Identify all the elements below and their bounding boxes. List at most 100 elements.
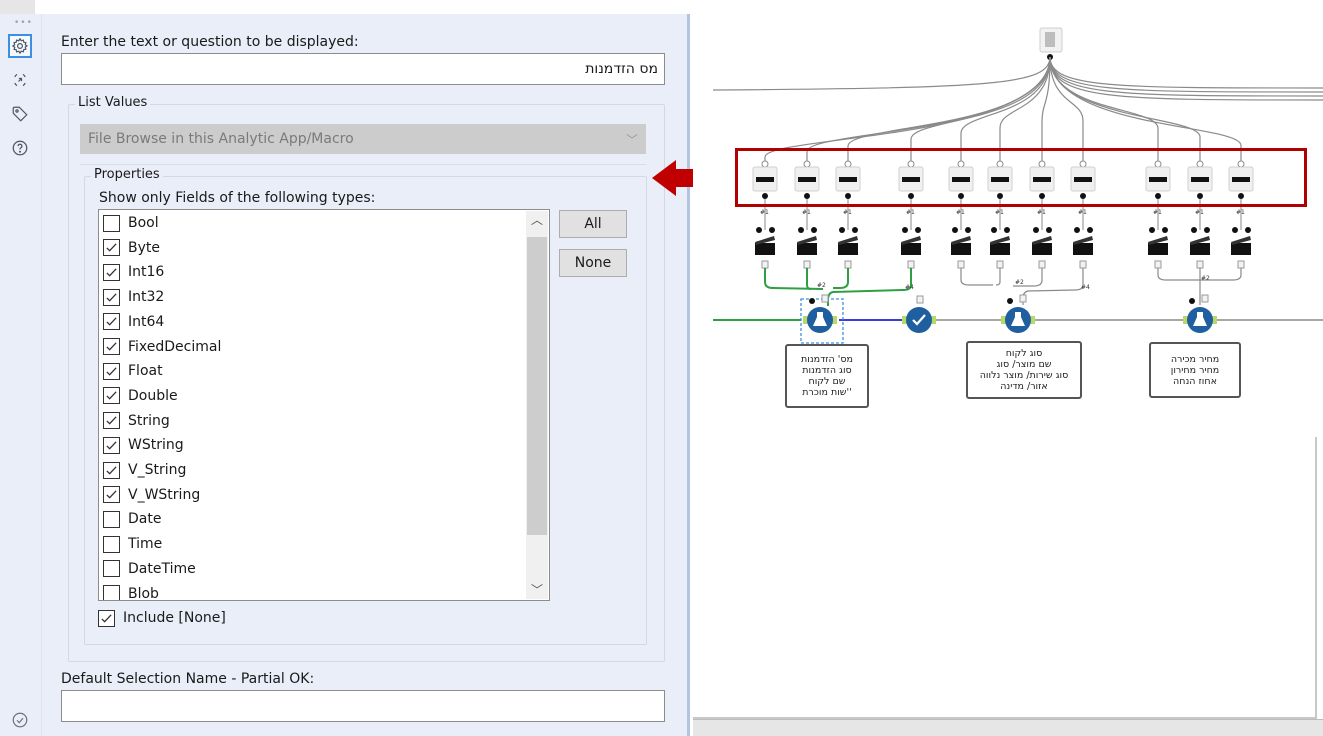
field-type-label: String <box>128 412 170 429</box>
field-type-item[interactable]: DateTime <box>103 557 196 581</box>
input-anchor <box>1204 227 1210 233</box>
icon-rail: ••• <box>0 14 42 736</box>
output-anchor <box>907 260 915 269</box>
default-selection-input[interactable] <box>61 690 665 722</box>
connection-label: #1 <box>802 209 811 216</box>
checkbox[interactable] <box>103 486 120 504</box>
input-anchor <box>991 227 997 233</box>
field-type-item[interactable]: V_WString <box>103 483 200 507</box>
field-type-label: Blob <box>128 585 159 601</box>
checkbox[interactable] <box>103 338 120 355</box>
input-anchor <box>1245 227 1251 233</box>
help-tab[interactable] <box>8 136 32 160</box>
checkmark-icon <box>106 268 117 277</box>
output-anchor <box>804 193 810 199</box>
field-type-item[interactable]: Blob <box>103 582 159 601</box>
field-type-label: Date <box>128 511 162 528</box>
connection-label: #2 <box>1015 279 1024 286</box>
connection-line <box>847 56 1051 162</box>
checkmark-icon <box>106 416 117 425</box>
list-scrollbar[interactable]: ︿ ﹀ <box>526 211 548 599</box>
checkbox[interactable] <box>103 585 120 600</box>
scroll-thumb[interactable] <box>527 237 547 535</box>
comment-box[interactable]: סוג לקוח שם מוצר/ סוג סוג שירות/ מוצר נל… <box>966 341 1082 399</box>
checkbox[interactable] <box>103 560 120 578</box>
output-anchor <box>1154 260 1162 269</box>
connection-label: #1 <box>1153 209 1162 216</box>
connection-line <box>910 56 1051 162</box>
checkbox[interactable] <box>103 535 120 553</box>
field-type-item[interactable]: Byte <box>103 236 160 260</box>
field-type-label: DateTime <box>128 560 196 577</box>
input-anchor <box>756 227 762 233</box>
test-tool <box>906 307 932 333</box>
select-none-button[interactable]: None <box>559 249 627 277</box>
checkbox[interactable] <box>103 263 120 281</box>
checkbox[interactable] <box>98 609 115 627</box>
field-type-item[interactable]: Int16 <box>103 260 164 284</box>
action-tool-clapper <box>990 236 1010 245</box>
workflow-canvas[interactable]: #1#1#1#1#1#1#1#1#1#1#1#2#4#2#4#2 מס' הזד… <box>693 0 1323 736</box>
checkbox[interactable] <box>103 461 120 479</box>
field-type-item[interactable]: Int32 <box>103 285 164 309</box>
output-anchor <box>1038 260 1046 269</box>
include-none-checkbox[interactable]: Include [None] <box>98 606 226 630</box>
checkbox[interactable] <box>103 412 120 430</box>
field-type-label: Bool <box>128 215 159 231</box>
field-type-item[interactable]: Bool <box>103 211 159 235</box>
macro-input-anchor <box>1201 294 1209 303</box>
comment-line: מחיר מחירון <box>1170 364 1220 376</box>
select-all-button[interactable]: All <box>559 210 627 238</box>
checkbox[interactable] <box>103 510 120 528</box>
field-types-label: Show only Fields of the following types: <box>99 190 376 206</box>
checkmark-icon <box>106 342 117 351</box>
field-type-item[interactable]: WString <box>103 433 184 457</box>
field-type-item[interactable]: Float <box>103 359 163 383</box>
field-type-item[interactable]: V_String <box>103 458 186 482</box>
output-anchor <box>1030 316 1035 324</box>
connection-line <box>1049 56 1242 162</box>
checkbox[interactable] <box>103 313 120 331</box>
scroll-down-button[interactable]: ﹀ <box>530 583 543 597</box>
checkbox[interactable] <box>103 387 120 405</box>
action-tool-clapper <box>797 236 817 245</box>
connection-label: #1 <box>1195 209 1204 216</box>
list-values-title: List Values <box>75 95 151 110</box>
connection-line <box>1049 56 1323 89</box>
scroll-up-button[interactable]: ︿ <box>530 213 543 227</box>
field-type-item[interactable]: Int64 <box>103 310 164 334</box>
dropdown-tool-bar <box>1074 177 1092 182</box>
rail-grip-handle[interactable]: ••• <box>14 18 33 28</box>
field-type-item[interactable]: FixedDecimal <box>103 335 221 359</box>
properties-title: Properties <box>91 167 163 182</box>
list-source-select[interactable]: File Browse in this Analytic App/Macro ﹀ <box>80 124 646 154</box>
validation-status[interactable] <box>8 708 32 732</box>
checkmark-icon <box>106 391 117 401</box>
connections-tab[interactable] <box>8 68 32 92</box>
comment-box[interactable]: מס' הזדמנות סוג הזדמנות שם לקוח ''שות מו… <box>785 344 869 408</box>
prompt-text-input[interactable] <box>61 53 665 85</box>
field-type-item[interactable]: String <box>103 409 170 433</box>
comment-box[interactable]: מחיר מכירה מחיר מחירון אחוז הנחה <box>1149 342 1241 398</box>
input-anchor <box>769 227 775 233</box>
field-type-item[interactable]: Time <box>103 532 162 556</box>
annotation-tab[interactable] <box>8 102 32 126</box>
comment-line: סוג שירות/ מוצר נלווה <box>979 370 1069 381</box>
output-anchor <box>1197 193 1203 199</box>
comment-line: סוג הזדמנות <box>802 365 852 376</box>
checkbox[interactable] <box>103 362 120 380</box>
checkbox[interactable] <box>103 239 120 257</box>
action-tool-clapper <box>901 236 921 245</box>
checkbox[interactable] <box>103 214 120 232</box>
checkbox[interactable] <box>103 288 120 306</box>
configuration-tab[interactable] <box>8 34 32 58</box>
checkbox[interactable] <box>103 436 120 454</box>
macro-input-anchor <box>1019 294 1027 303</box>
dropdown-tool-bar <box>1149 177 1167 182</box>
horizontal-scrollbar[interactable] <box>693 719 1323 736</box>
output-anchor <box>908 193 914 199</box>
workflow-diagram: #1#1#1#1#1#1#1#1#1#1#1#2#4#2#4#2 <box>712 27 1323 344</box>
field-type-item[interactable]: Double <box>103 384 178 408</box>
field-type-item[interactable]: Date <box>103 507 161 531</box>
